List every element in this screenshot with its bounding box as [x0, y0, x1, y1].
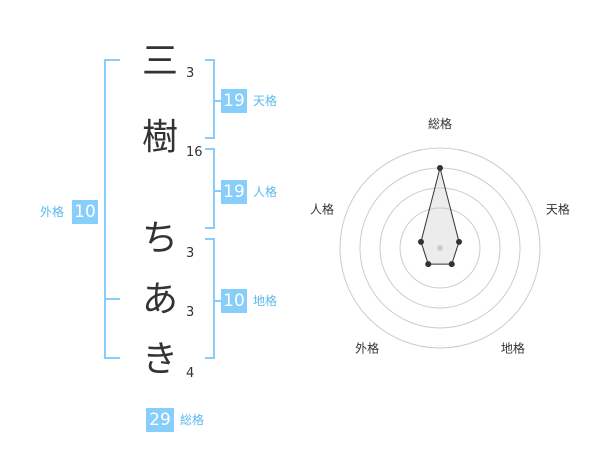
- stroke-count-2: 16: [186, 145, 203, 160]
- radar-axis-label-3: 地格: [501, 340, 525, 355]
- stroke-count-1: 3: [186, 66, 195, 81]
- radar-point-3: [448, 261, 455, 268]
- radar-area: [420, 167, 460, 265]
- tenkaku-bracket: [205, 59, 215, 139]
- jinkaku-bracket: [205, 148, 215, 229]
- radar-ring-4: [339, 147, 541, 349]
- stroke-count-5: 4: [186, 366, 195, 381]
- radar-axis-label-5: 人格: [310, 202, 334, 217]
- gaikaku-label: 外格: [40, 205, 65, 219]
- gaikaku-bracket: [104, 59, 120, 359]
- radar-ring-1: [399, 207, 481, 289]
- jinkaku-bracket-tick: [215, 190, 221, 192]
- chikaku-badge: 10: [221, 289, 247, 313]
- radar-axis-label-2: 天格: [546, 202, 570, 217]
- tenkaku-bracket-tick: [215, 100, 221, 102]
- name-char-4: あ: [141, 279, 178, 320]
- name-char-3: ち: [141, 218, 178, 259]
- jinkaku-badge: 19: [221, 180, 247, 204]
- radar-ring-2: [379, 187, 501, 309]
- radar-point-2: [456, 238, 463, 245]
- radar-point-4: [425, 261, 432, 268]
- chikaku-bracket-tick: [215, 300, 221, 302]
- radar-point-5: [417, 238, 424, 245]
- radar-axis-label-1: 総格: [428, 116, 452, 131]
- gaikaku-bracket-middle: [104, 298, 120, 300]
- gaikaku-badge: 10: [72, 200, 98, 224]
- name-char-1: 三: [141, 41, 178, 82]
- name-char-5: き: [141, 339, 178, 380]
- tenkaku-label: 天格: [253, 94, 278, 108]
- tenkaku-badge: 19: [221, 89, 247, 113]
- radar-point-1: [437, 165, 443, 171]
- chikaku-bracket: [205, 238, 215, 359]
- stroke-count-3: 3: [186, 246, 195, 261]
- soukaku-badge: 29: [146, 408, 174, 432]
- soukaku-label: 総格: [180, 413, 205, 427]
- chikaku-label: 地格: [253, 294, 278, 308]
- jinkaku-label: 人格: [253, 185, 278, 199]
- radar-center-dot: [437, 245, 443, 251]
- name-char-2: 樹: [141, 117, 178, 158]
- radar-axis-label-4: 外格: [355, 340, 379, 355]
- stroke-count-4: 3: [186, 305, 195, 320]
